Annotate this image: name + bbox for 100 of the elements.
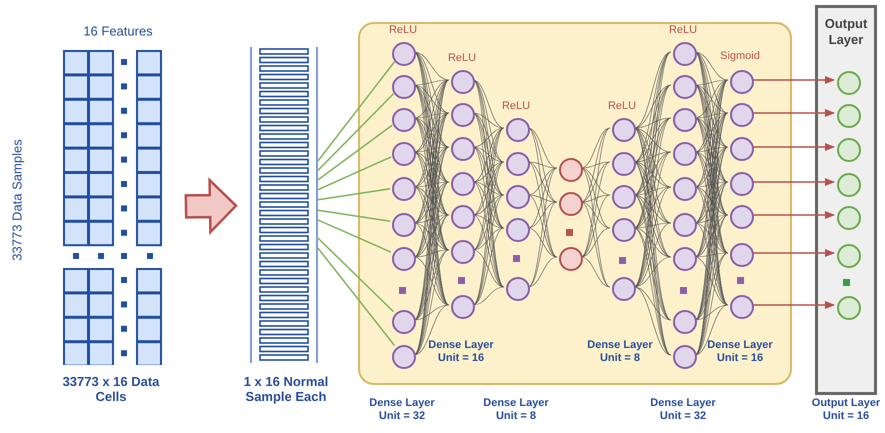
neuron-circle — [612, 118, 636, 142]
vector-caption: 1 x 16 Normal Sample Each — [242, 375, 330, 405]
neuron-circle — [559, 192, 583, 216]
connection-line — [414, 250, 450, 320]
connection-line — [694, 182, 728, 224]
connection-line — [634, 222, 672, 228]
activation-label: ReLU — [448, 52, 476, 64]
neuron-circle — [506, 185, 530, 209]
connection-line — [528, 168, 558, 288]
connection-line — [634, 84, 672, 128]
connection-line — [694, 252, 728, 258]
connection-line — [580, 168, 610, 228]
row-label: 33773 Data Samples — [10, 139, 26, 261]
neuron-circle — [837, 296, 861, 320]
neuron-circle — [730, 243, 754, 267]
connection-line — [414, 222, 450, 250]
connection-line — [472, 128, 504, 148]
arrow — [752, 178, 835, 186]
connection-line — [472, 112, 504, 228]
data-matrix-drawing — [63, 50, 162, 365]
connection-line — [414, 214, 450, 320]
connection-line — [634, 52, 672, 162]
connection-line — [472, 182, 504, 228]
neuron-circle — [451, 103, 475, 127]
connection-line — [414, 52, 450, 114]
neuron-circle — [451, 137, 475, 161]
connection-line — [472, 112, 504, 128]
connection-line — [694, 152, 728, 182]
connection-line — [414, 80, 450, 118]
connection-line — [694, 112, 728, 152]
connection-line — [472, 80, 504, 196]
activation-label: Sigmoid — [720, 50, 760, 62]
connection-line — [414, 146, 450, 224]
neuron-circle — [730, 295, 754, 319]
connection-line — [634, 228, 672, 258]
connection-line — [414, 52, 450, 148]
connection-line — [694, 182, 728, 356]
connection-line — [414, 182, 450, 188]
output-layer-panel — [815, 5, 877, 395]
neuron-circle — [506, 118, 530, 142]
connection-line — [580, 128, 610, 168]
connection-line — [318, 188, 390, 201]
connection-line — [472, 146, 504, 196]
neuron-circle — [451, 240, 475, 264]
connection-line — [472, 228, 504, 250]
neuron-circle — [392, 177, 416, 201]
connection-line — [634, 128, 672, 188]
connection-line — [634, 286, 672, 356]
connection-line — [634, 52, 672, 228]
connection-line — [472, 162, 504, 306]
connection-line — [414, 182, 450, 224]
connection-line — [694, 214, 728, 224]
connection-line — [694, 146, 728, 188]
connection-line — [634, 84, 672, 196]
connection-line — [472, 128, 504, 306]
connection-line — [472, 162, 504, 182]
connection-line — [472, 80, 504, 128]
connection-line — [528, 202, 558, 228]
connection-line — [472, 162, 504, 216]
activation-label: ReLU — [502, 100, 530, 112]
neuron-circle — [559, 247, 583, 271]
connection-line — [317, 93, 394, 171]
connection-line — [634, 186, 672, 228]
connection-line — [694, 182, 728, 188]
connection-line — [580, 128, 610, 258]
connection-line — [694, 214, 728, 258]
connection-line — [414, 52, 450, 250]
connection-line — [472, 194, 504, 306]
neuron-circle — [673, 108, 697, 132]
connection-line — [694, 256, 728, 306]
connection-line — [414, 182, 450, 258]
neuron-circle — [673, 42, 697, 66]
connection-line — [472, 182, 504, 196]
connection-line — [414, 250, 450, 356]
layer-label: Dense Layer Unit = 8 — [482, 396, 550, 424]
matrix-caption: 33773 x 16 Data Cells — [62, 375, 160, 405]
activation-label: ReLU — [668, 24, 698, 36]
connection-line — [694, 186, 728, 216]
connection-line — [414, 256, 450, 306]
connection-line — [414, 182, 450, 356]
connection-line — [634, 162, 672, 258]
neuron-circle — [730, 205, 754, 229]
connection-line — [634, 128, 672, 152]
connection-line — [414, 146, 450, 152]
connection-line — [634, 162, 672, 224]
neuron-circle — [392, 345, 416, 369]
neuron-circle — [673, 75, 697, 99]
connection-line — [634, 118, 672, 128]
connection-line — [694, 304, 728, 356]
connection-line — [634, 152, 672, 196]
activation-label: ReLU — [388, 24, 418, 36]
connection-line — [634, 228, 672, 320]
neuron-circle — [673, 247, 697, 271]
arrow — [752, 76, 835, 84]
connection-line — [414, 222, 450, 306]
connection-line — [528, 194, 558, 202]
connection-line — [634, 286, 672, 320]
neuron-circle — [837, 71, 861, 95]
neuron-circle — [837, 244, 861, 268]
arrow — [752, 143, 835, 151]
